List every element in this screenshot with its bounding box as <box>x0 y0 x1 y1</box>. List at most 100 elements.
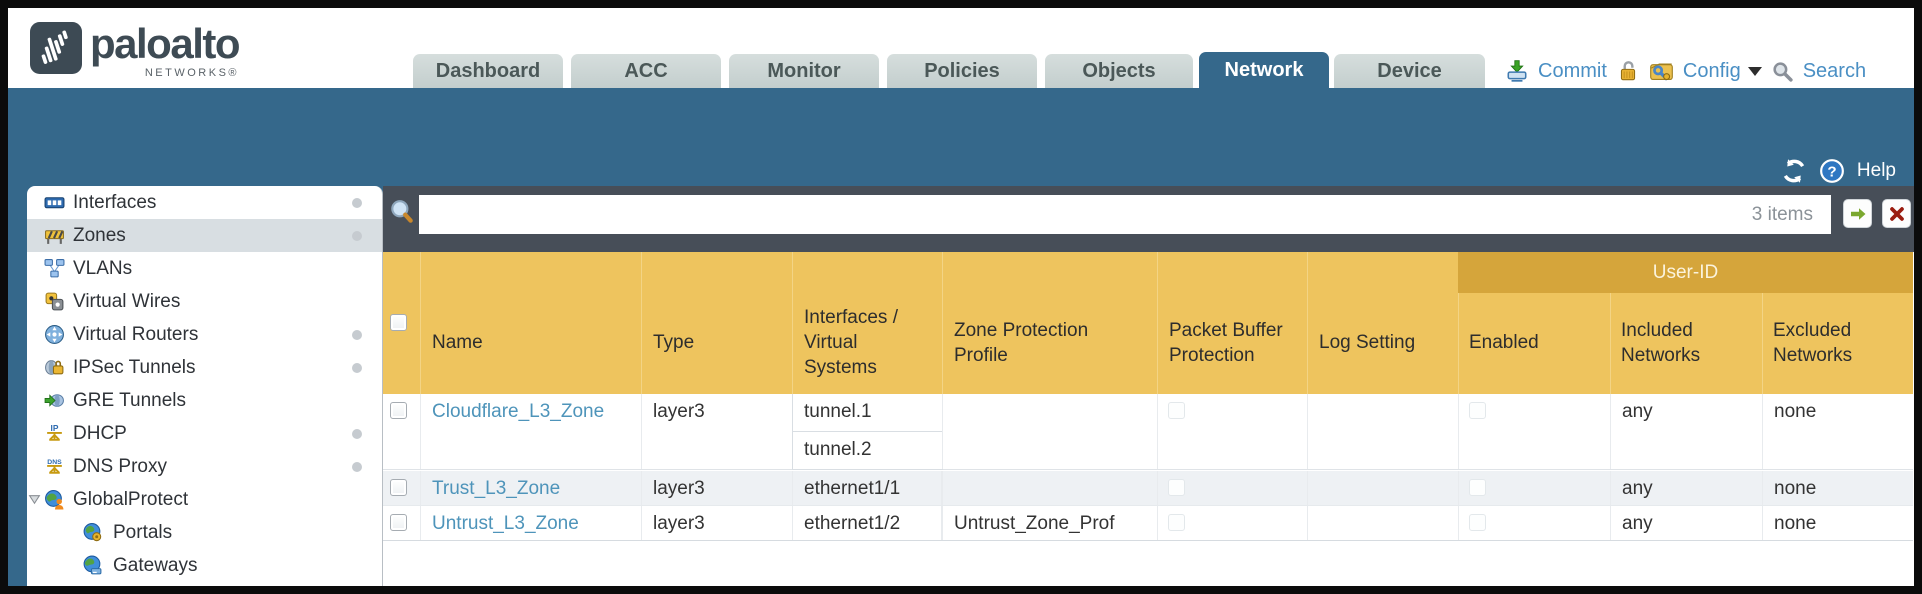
status-dot <box>352 362 362 373</box>
help-label[interactable]: Help <box>1856 160 1896 181</box>
user-id-group-header: User-ID <box>1458 252 1913 293</box>
top-right-toolbar: Commit Config Search <box>1505 54 1866 88</box>
zone-protection-cell <box>942 471 1157 505</box>
column-header-enabled[interactable]: Enabled <box>1469 332 1539 354</box>
tab-network[interactable]: Network <box>1199 52 1329 88</box>
sidebar-item-gateways[interactable]: Gateways <box>27 549 382 582</box>
commit-icon[interactable] <box>1505 59 1529 83</box>
paloalto-logo: paloalto NETWORKS® <box>30 20 241 79</box>
dns-proxy-icon: DNS <box>47 459 62 474</box>
column-header-excluded-networks[interactable]: Excluded Networks <box>1773 319 1853 366</box>
virtual-wires-icon <box>45 292 64 311</box>
row-checkbox[interactable] <box>390 479 407 496</box>
table-bottom-border <box>383 540 1913 541</box>
paloalto-logo-icon <box>30 22 82 74</box>
ipsec-tunnels-icon <box>45 360 64 375</box>
zone-protection-cell <box>942 394 1157 469</box>
row-checkbox[interactable] <box>390 402 407 419</box>
sidebar-item-dhcp[interactable]: IP DHCP <box>27 417 382 450</box>
table-row: Trust_L3_Zone layer3 ethernet1/1 any non… <box>383 471 1913 505</box>
row-checkbox[interactable] <box>390 514 407 531</box>
status-dot <box>352 329 362 340</box>
log-setting-cell <box>1307 471 1458 505</box>
gateways-icon <box>83 555 102 575</box>
column-header-log-setting[interactable]: Log Setting <box>1307 252 1458 394</box>
zone-type-cell: layer3 <box>641 471 792 505</box>
status-dot <box>352 461 362 472</box>
chevron-down-icon[interactable] <box>1747 66 1762 76</box>
sidebar-item-portals[interactable]: Portals <box>27 516 382 549</box>
brand-subtitle: NETWORKS® <box>144 67 240 79</box>
clear-filter-button[interactable] <box>1882 199 1911 228</box>
status-dot <box>352 230 362 241</box>
close-icon <box>1889 206 1904 221</box>
zone-name-link[interactable]: Trust_L3_Zone <box>432 478 561 499</box>
search-button[interactable]: Search <box>1802 59 1867 82</box>
svg-text:?: ? <box>1827 163 1836 180</box>
globalprotect-icon <box>45 490 64 510</box>
zones-icon <box>45 230 64 244</box>
excluded-networks-cell: none <box>1762 394 1913 469</box>
collapse-triangle-icon[interactable] <box>28 493 41 506</box>
commit-button[interactable]: Commit <box>1538 59 1607 82</box>
included-networks-cell: any <box>1610 506 1762 540</box>
network-sidebar: Interfaces Zones VLANs Virtual Wires Vir… <box>27 186 383 586</box>
tab-acc[interactable]: ACC <box>571 54 721 88</box>
table-filter-bar: 3 items <box>383 186 1914 252</box>
zone-type-cell: layer3 <box>641 506 792 540</box>
gre-tunnels-icon <box>44 394 64 407</box>
zone-interfaces-cell: tunnel.1 tunnel.2 <box>792 394 943 470</box>
zone-interfaces-cell: ethernet1/1 <box>792 471 942 505</box>
config-menu[interactable]: Config <box>1682 59 1741 82</box>
zone-interfaces-cell: ethernet1/2 <box>792 506 942 540</box>
sidebar-item-virtual-wires[interactable]: Virtual Wires <box>27 285 382 318</box>
tab-dashboard[interactable]: Dashboard <box>413 54 563 88</box>
sidebar-item-zones[interactable]: Zones <box>27 219 382 252</box>
page-banner: ? Help <box>8 88 1914 194</box>
search-icon[interactable] <box>1771 60 1794 83</box>
filter-input[interactable] <box>419 195 1831 234</box>
sidebar-item-dns-proxy[interactable]: DNS DNS Proxy <box>27 450 382 483</box>
zone-name-link[interactable]: Cloudflare_L3_Zone <box>432 401 605 422</box>
zone-name-link[interactable]: Untrust_L3_Zone <box>432 513 579 534</box>
user-id-enabled-checkbox[interactable] <box>1469 479 1486 496</box>
sidebar-item-globalprotect[interactable]: GlobalProtect <box>27 483 382 516</box>
top-bar: paloalto NETWORKS® Dashboard ACC Monitor… <box>8 8 1914 88</box>
interface-entry: tunnel.2 <box>792 432 943 470</box>
apply-filter-button[interactable] <box>1843 199 1872 228</box>
table-row: Cloudflare_L3_Zone layer3 tunnel.1 tunne… <box>383 394 1913 470</box>
column-header-type[interactable]: Type <box>641 252 792 394</box>
sidebar-item-interfaces[interactable]: Interfaces <box>27 186 382 219</box>
tab-policies[interactable]: Policies <box>887 54 1037 88</box>
status-dot <box>352 197 362 208</box>
column-header-interfaces[interactable]: Interfaces / Virtual Systems <box>792 252 942 394</box>
user-id-enabled-checkbox[interactable] <box>1469 402 1486 419</box>
packet-buffer-checkbox[interactable] <box>1168 402 1185 419</box>
svg-text:IP: IP <box>51 423 59 433</box>
dhcp-icon: IP <box>47 423 62 441</box>
tab-monitor[interactable]: Monitor <box>729 54 879 88</box>
config-icon[interactable] <box>1649 59 1674 84</box>
user-id-enabled-checkbox[interactable] <box>1469 514 1486 531</box>
brand-name: paloalto <box>90 20 241 67</box>
refresh-icon[interactable] <box>1781 158 1807 184</box>
sidebar-item-vlans[interactable]: VLANs <box>27 252 382 285</box>
portals-icon <box>83 523 102 542</box>
tab-objects[interactable]: Objects <box>1045 54 1193 88</box>
sidebar-item-gre-tunnels[interactable]: GRE Tunnels <box>27 384 382 417</box>
column-header-zone-protection-profile[interactable]: Zone Protection Profile <box>942 252 1157 394</box>
tab-device[interactable]: Device <box>1334 54 1485 88</box>
column-header-packet-buffer-protection[interactable]: Packet Buffer Protection <box>1157 252 1307 394</box>
sidebar-item-virtual-routers[interactable]: Virtual Routers <box>27 318 382 351</box>
packet-buffer-checkbox[interactable] <box>1168 514 1185 531</box>
svg-text:DNS: DNS <box>47 459 62 466</box>
select-all-checkbox[interactable] <box>390 314 407 331</box>
packet-buffer-checkbox[interactable] <box>1168 479 1185 496</box>
excluded-networks-cell: none <box>1762 506 1913 540</box>
column-header-name[interactable]: Name <box>420 252 641 394</box>
help-icon[interactable]: ? <box>1819 158 1845 184</box>
sidebar-item-ipsec-tunnels[interactable]: IPSec Tunnels <box>27 351 382 384</box>
column-header-included-networks[interactable]: Included Networks <box>1621 319 1701 366</box>
lock-icon[interactable] <box>1616 59 1640 83</box>
interfaces-icon <box>44 197 65 209</box>
